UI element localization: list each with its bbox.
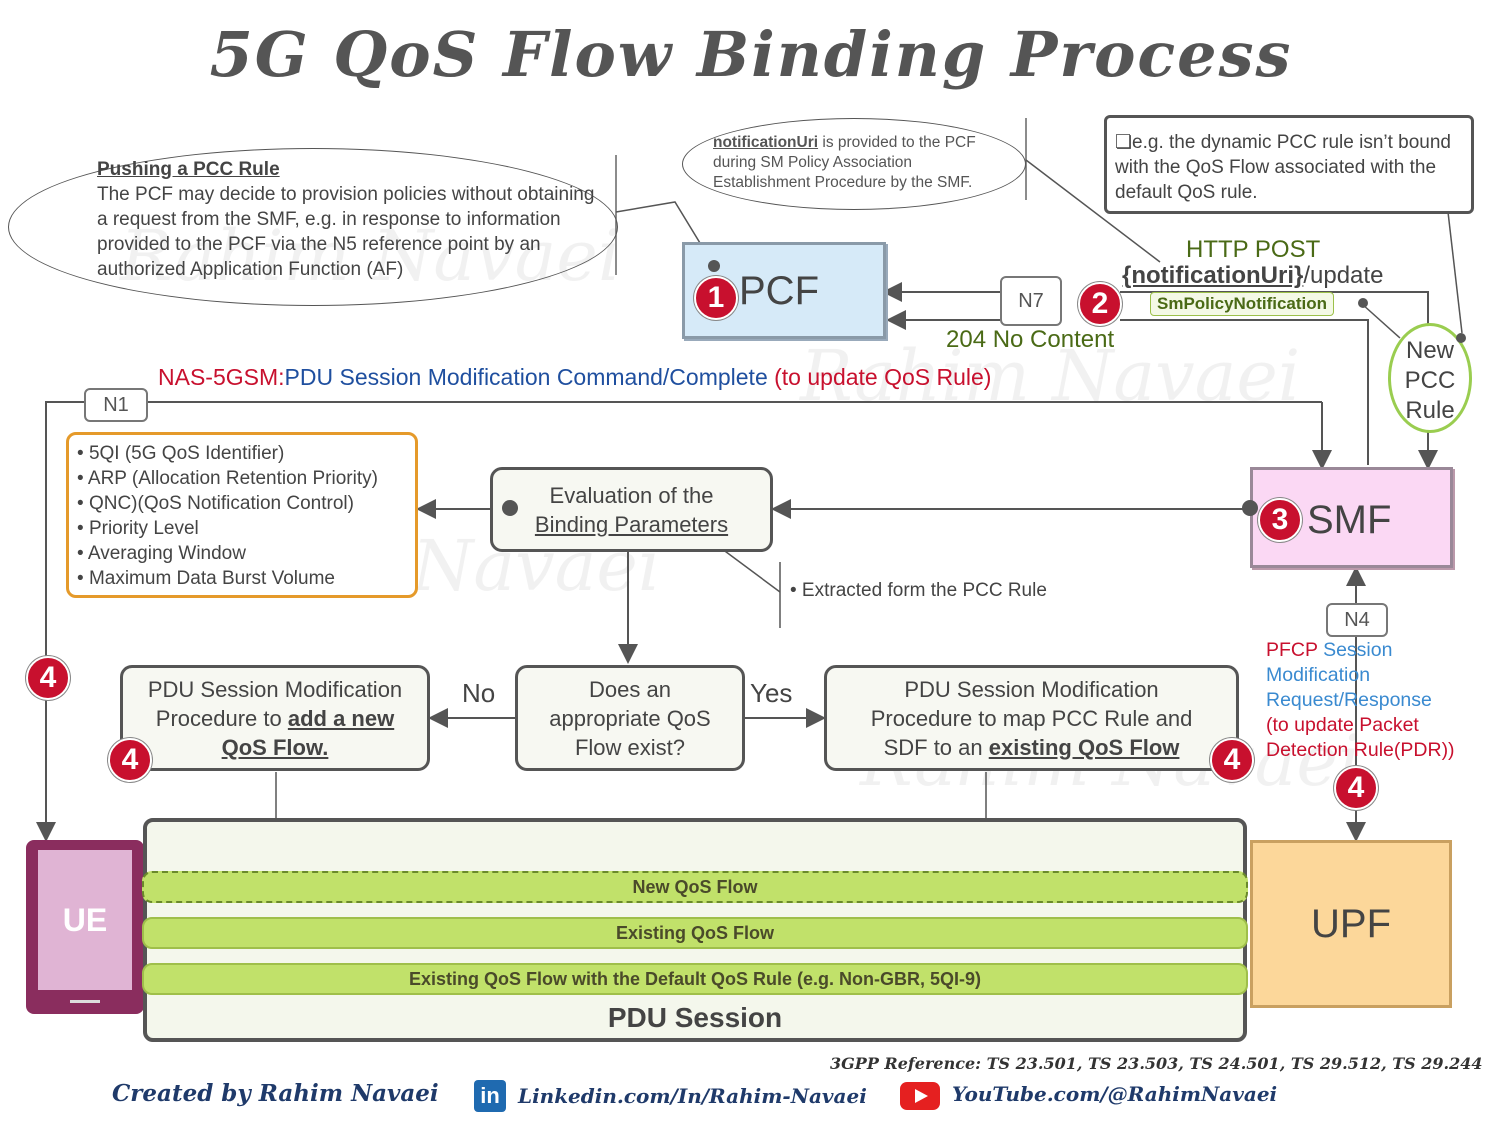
dynamic-pcc-example-box: ❏e.g. the dynamic PCC rule isn’t bound w… xyxy=(1104,115,1474,214)
nas-prefix: NAS-5GSM: xyxy=(158,364,285,390)
update-suffix: /update xyxy=(1303,262,1384,289)
default-qos-flow: Existing QoS Flow with the Default QoS R… xyxy=(142,963,1248,995)
add-new-emphasis: QoS Flow. xyxy=(221,734,329,760)
pfcp-text: (to update Packet xyxy=(1266,714,1419,736)
new-pcc-rule-line: PCC xyxy=(1404,367,1456,394)
pushing-callout-body: The PCF may decide to provision policies… xyxy=(97,184,595,280)
pfcp-label: PFCP Session Modification Request/Respon… xyxy=(1266,638,1455,763)
decision-line: Does an xyxy=(589,676,671,702)
new-pcc-rule-line: Rule xyxy=(1405,397,1455,424)
n7-interface-label: N7 xyxy=(1000,276,1062,326)
notification-uri-text: is provided to the PCF during SM Policy … xyxy=(713,134,976,191)
no-branch-label: No xyxy=(462,678,496,708)
n4-interface-label: N4 xyxy=(1326,603,1388,637)
checkbox-icon: ❏ xyxy=(1115,132,1133,153)
step-badge-4: 4 xyxy=(26,656,70,700)
http-post-label: HTTP POST xyxy=(1186,236,1321,263)
decision-line: Flow exist? xyxy=(574,734,686,760)
pdu-session-label: PDU Session xyxy=(607,1002,783,1033)
ue-label: UE xyxy=(38,850,132,990)
parameter-item: • Maximum Data Burst Volume xyxy=(77,568,335,589)
nas-5gsm-label: NAS-5GSM:PDU Session Modification Comman… xyxy=(158,364,991,391)
step-badge-1: 1 xyxy=(694,276,738,320)
home-button-icon xyxy=(70,1000,100,1003)
step-badge-4: 4 xyxy=(108,738,152,782)
step-badge-4: 4 xyxy=(1210,738,1254,782)
pfcp-text: Detection Rule(PDR)) xyxy=(1266,739,1455,761)
new-pcc-rule-node: New PCC Rule xyxy=(1388,323,1472,433)
dynamic-pcc-example-text: e.g. the dynamic PCC rule isn’t bound wi… xyxy=(1115,132,1451,203)
pushing-pcc-rule-callout: Pushing a PCC Rule The PCF may decide to… xyxy=(8,148,618,306)
pushing-callout-title: Pushing a PCC Rule xyxy=(97,159,280,180)
linkedin-icon[interactable]: in xyxy=(474,1080,506,1112)
youtube-icon[interactable] xyxy=(900,1082,940,1110)
sm-policy-notification-tag: SmPolicyNotification xyxy=(1150,292,1335,316)
map-existing-qos-flow-node[interactable]: PDU Session Modification Procedure to ma… xyxy=(824,665,1239,771)
parameter-item: • ARP (Allocation Retention Priority) xyxy=(77,468,378,489)
upf-label: UPF xyxy=(1311,901,1391,946)
step-badge-3: 3 xyxy=(1258,498,1302,542)
no-content-response: 204 No Content xyxy=(946,326,1115,353)
parameter-item: • Priority Level xyxy=(77,518,199,539)
decision-line: appropriate QoS xyxy=(549,705,711,731)
pfcp-text: Session xyxy=(1323,639,1393,661)
add-new-emphasis: add a new xyxy=(287,705,395,731)
binding-parameters-list: • 5QI (5G QoS Identifier) • ARP (Allocat… xyxy=(66,432,418,598)
new-qos-flow: New QoS Flow xyxy=(142,871,1248,903)
smf-label: SMF xyxy=(1307,498,1392,542)
add-new-line: Procedure to xyxy=(155,705,288,731)
youtube-link[interactable]: YouTube.com/@RahimNavaei xyxy=(952,1082,1278,1106)
watermark: Rahim Navaei xyxy=(800,335,1301,417)
reference-text: 3GPP Reference: TS 23.501, TS 23.503, TS… xyxy=(830,1054,1483,1073)
parameter-item: • Averaging Window xyxy=(77,543,246,564)
connector-dot xyxy=(708,260,720,272)
existing-qos-flow: Existing QoS Flow xyxy=(142,917,1248,949)
evaluation-node[interactable]: Evaluation of the Binding Parameters xyxy=(490,467,773,552)
new-pcc-rule-line: New xyxy=(1405,337,1454,364)
pfcp-text: Request/Response xyxy=(1266,689,1432,711)
pfcp-text: PFCP xyxy=(1266,639,1324,661)
pcf-node[interactable]: PCF xyxy=(682,242,886,339)
decision-node[interactable]: Does an appropriate QoS Flow exist? xyxy=(515,665,745,771)
connector-dot xyxy=(1242,500,1258,516)
parameter-item: • 5QI (5G QoS Identifier) xyxy=(77,443,285,464)
pcf-label: PCF xyxy=(739,269,819,313)
creator-credit: Created by Rahim Navaei xyxy=(112,1080,439,1107)
pfcp-text: Modification xyxy=(1266,664,1371,686)
add-new-qos-flow-node[interactable]: PDU Session Modification Procedure to ad… xyxy=(120,665,430,771)
extracted-note: • Extracted form the PCC Rule xyxy=(790,580,1047,601)
page-title: 5G QoS Flow Binding Process xyxy=(209,18,1293,91)
add-new-line: PDU Session Modification xyxy=(147,676,403,702)
step-badge-2: 2 xyxy=(1078,282,1122,326)
evaluation-line: Evaluation of the xyxy=(549,482,714,508)
yes-branch-label: Yes xyxy=(750,678,793,708)
nas-command: PDU Session Modification Command/Complet… xyxy=(284,364,768,390)
connector-dot xyxy=(1358,298,1368,308)
map-existing-emphasis: existing QoS Flow xyxy=(988,734,1180,760)
connector-dot xyxy=(1456,333,1466,343)
parameter-item: • QNC)(QoS Notification Control) xyxy=(77,493,354,514)
evaluation-line: Binding Parameters xyxy=(534,511,729,537)
notification-uri-term: notificationUri xyxy=(713,134,819,151)
n1-interface-label: N1 xyxy=(84,388,148,422)
linkedin-link[interactable]: Linkedin.com/In/Rahim-Navaei xyxy=(518,1084,867,1108)
connector-dot xyxy=(502,500,518,516)
nas-suffix: (to update QoS Rule) xyxy=(767,364,992,390)
upf-node[interactable]: UPF xyxy=(1250,840,1452,1008)
ue-device[interactable]: UE xyxy=(26,840,144,1014)
notification-uri-callout: notificationUri is provided to the PCF d… xyxy=(682,118,1026,210)
map-existing-line: Procedure to map PCC Rule and xyxy=(870,705,1193,731)
map-existing-line: PDU Session Modification xyxy=(904,676,1159,702)
step-badge-4: 4 xyxy=(1334,766,1378,810)
notification-uri-endpoint: {notificationUri} xyxy=(1122,262,1304,289)
map-existing-line: SDF to an xyxy=(883,734,989,760)
